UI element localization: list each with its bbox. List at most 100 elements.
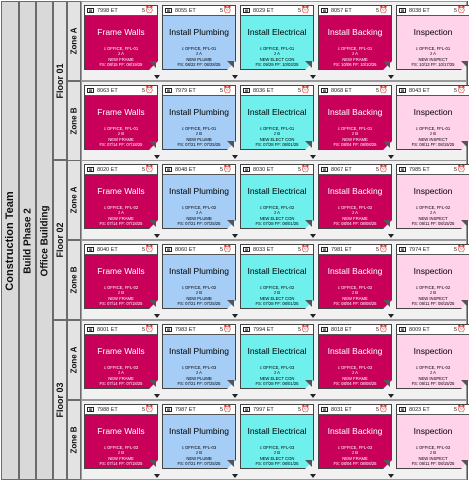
calendar-icon: ▦ bbox=[166, 247, 171, 252]
duration: 5 bbox=[375, 246, 379, 253]
duration: 5 bbox=[375, 326, 379, 333]
calendar-icon: ▦ bbox=[322, 407, 327, 412]
calendar-icon: ▦ bbox=[88, 8, 93, 13]
alarm-clock-icon: ⏰ bbox=[223, 166, 232, 173]
dependency-arrow-icon bbox=[388, 75, 394, 79]
zone-code: z B bbox=[195, 450, 203, 456]
zone-code: z A bbox=[274, 210, 280, 216]
calendar-icon: ▦ bbox=[400, 8, 405, 13]
location: c OFFICE, FFL-02 bbox=[181, 285, 217, 291]
location: c OFFICE, FFL-03 bbox=[103, 445, 139, 451]
card-corner-fold-icon bbox=[149, 141, 156, 148]
alarm-clock-icon: ⏰ bbox=[457, 326, 466, 333]
alarm-clock-icon: ⏰ bbox=[379, 166, 388, 173]
subcategory: NEW INSPECT bbox=[418, 375, 448, 381]
duration: 5 bbox=[141, 326, 145, 333]
subcategory: NEW ELECT CON bbox=[259, 215, 295, 221]
zone-code: z A bbox=[118, 370, 124, 376]
dependency-arrow-icon bbox=[154, 474, 160, 478]
duration: 5 bbox=[453, 166, 457, 173]
activity-id: 8060 ET bbox=[175, 246, 196, 253]
calendar-icon: ▦ bbox=[400, 167, 405, 172]
dependency-arrow-icon bbox=[388, 155, 394, 159]
calendar-icon: ▦ bbox=[322, 88, 327, 93]
zone-label: Zone B bbox=[67, 240, 81, 320]
subcategory: NEW INSPECT bbox=[418, 215, 448, 221]
duration: 5 bbox=[219, 87, 223, 94]
alarm-clock-icon: ⏰ bbox=[223, 87, 232, 94]
alarm-clock-icon: ⏰ bbox=[457, 406, 466, 413]
dependency-arrow-icon bbox=[310, 314, 316, 318]
location: c OFFICE, FFL-01 bbox=[337, 126, 373, 132]
subcategory: NEW FRAME bbox=[108, 375, 134, 381]
calendar-icon: ▦ bbox=[88, 247, 93, 252]
alarm-clock-icon: ⏰ bbox=[145, 166, 154, 173]
alarm-clock-icon: ⏰ bbox=[457, 7, 466, 14]
calendar-icon: ▦ bbox=[166, 167, 171, 172]
floor-label: Floor 02 bbox=[53, 160, 67, 320]
calendar-icon: ▦ bbox=[166, 407, 171, 412]
calendar-icon: ▦ bbox=[244, 167, 249, 172]
activity-id: 8033 ET bbox=[253, 246, 274, 253]
dates: FS: 07/28 FF: 08/01/25 bbox=[255, 220, 299, 226]
activity-id: 7974 ET bbox=[409, 246, 430, 253]
task-title: Install Backing bbox=[327, 346, 383, 356]
task-title: Frame Walls bbox=[97, 107, 145, 117]
dates: FS: 08/04 FF: 08/08/25 bbox=[333, 300, 377, 306]
zone-label: Zone A bbox=[67, 160, 81, 240]
zone-code: z B bbox=[273, 131, 281, 137]
calendar-icon: ▦ bbox=[322, 327, 327, 332]
task-title: Install Electrical bbox=[247, 266, 307, 276]
team-label: Construction Team bbox=[1, 1, 19, 480]
task-title: Install Electrical bbox=[247, 186, 307, 196]
dates: FS: 09/29 FF: 10/03/25 bbox=[255, 61, 299, 67]
calendar-icon: ▦ bbox=[400, 88, 405, 93]
subcategory: NEW INSPECT bbox=[418, 455, 448, 461]
card-corner-fold-icon bbox=[383, 61, 390, 68]
card-corner-fold-icon bbox=[227, 380, 234, 387]
task-title: Install Backing bbox=[327, 266, 383, 276]
alarm-clock-icon: ⏰ bbox=[145, 406, 154, 413]
calendar-icon: ▦ bbox=[166, 88, 171, 93]
dates: FS: 07/14 FF: 07/18/25 bbox=[99, 141, 143, 147]
zone-code: z A bbox=[196, 210, 202, 216]
